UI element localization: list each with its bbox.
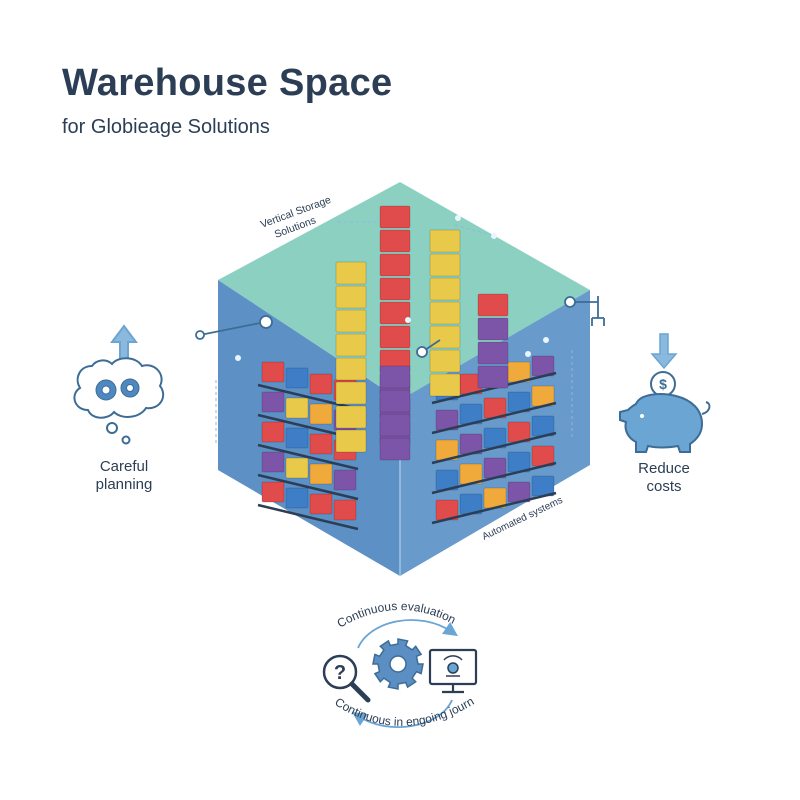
continuous-cycle bbox=[352, 619, 458, 728]
storage-box bbox=[261, 361, 285, 383]
shelf-rail bbox=[431, 401, 557, 435]
tower-box bbox=[429, 277, 461, 301]
reduce-costs-label: Reduce costs bbox=[624, 460, 704, 496]
storage-box bbox=[333, 469, 357, 491]
tower-box bbox=[335, 405, 367, 429]
tower-box bbox=[429, 349, 461, 373]
storage-box bbox=[285, 367, 309, 389]
tower-box bbox=[379, 277, 411, 301]
dotted-guides bbox=[215, 221, 573, 445]
storage-box bbox=[333, 499, 357, 521]
page-title: Warehouse Space bbox=[62, 62, 393, 104]
tower-box bbox=[429, 301, 461, 325]
reduce-costs-line1: Reduce bbox=[638, 460, 690, 477]
gear-icon bbox=[95, 378, 140, 401]
storage-box bbox=[309, 493, 333, 515]
tower-box bbox=[335, 429, 367, 453]
tower-box bbox=[335, 357, 367, 381]
storage-box bbox=[261, 391, 285, 413]
shelf-rail bbox=[257, 443, 359, 471]
thought-cloud-icon bbox=[73, 357, 165, 419]
careful-planning-icon bbox=[73, 324, 165, 445]
search-question-icon: ? bbox=[322, 654, 371, 703]
storage-box bbox=[309, 403, 333, 425]
shelf-rail bbox=[257, 383, 359, 411]
tower-box bbox=[379, 301, 411, 325]
tower-box bbox=[429, 229, 461, 253]
reduce-costs-icon: $ bbox=[619, 333, 711, 453]
storage-box bbox=[285, 457, 309, 479]
storage-box bbox=[285, 487, 309, 509]
down-arrow-icon bbox=[650, 333, 678, 370]
storage-box bbox=[285, 427, 309, 449]
reduce-costs-line2: costs bbox=[646, 478, 682, 495]
careful-planning-line2: planning bbox=[95, 476, 153, 493]
shelf-rail bbox=[431, 431, 557, 465]
tower-box bbox=[335, 285, 367, 309]
sparkle-dots bbox=[235, 215, 549, 361]
storage-box bbox=[261, 451, 285, 473]
careful-planning-label: Careful planning bbox=[84, 458, 164, 494]
shelf-rail bbox=[257, 473, 359, 501]
left-shelving bbox=[257, 361, 359, 531]
cube-connectors bbox=[195, 296, 605, 358]
tower-box bbox=[477, 341, 509, 365]
tower-box bbox=[379, 205, 411, 229]
tower-box bbox=[335, 381, 367, 405]
storage-box bbox=[309, 433, 333, 455]
page-subtitle: for Globieage Solutions bbox=[62, 116, 270, 138]
tower-box bbox=[379, 437, 411, 461]
gear-icon bbox=[372, 638, 424, 690]
monitor-icon bbox=[428, 648, 478, 694]
tower-box bbox=[379, 325, 411, 349]
svg-text:?: ? bbox=[334, 662, 346, 684]
storage-box bbox=[309, 373, 333, 395]
tower-box bbox=[429, 373, 461, 397]
tower-box bbox=[335, 333, 367, 357]
storage-box bbox=[261, 421, 285, 443]
tower-box bbox=[379, 229, 411, 253]
storage-box bbox=[285, 397, 309, 419]
piggy-bank-icon bbox=[619, 393, 704, 453]
tower-box bbox=[379, 365, 411, 389]
tower-box bbox=[335, 261, 367, 285]
careful-planning-line1: Careful bbox=[99, 458, 149, 475]
tower-box bbox=[335, 309, 367, 333]
storage-box bbox=[309, 463, 333, 485]
tower-box bbox=[477, 317, 509, 341]
tower-box bbox=[379, 253, 411, 277]
shelf-rail bbox=[431, 461, 557, 495]
tower-box bbox=[429, 253, 461, 277]
shelf-rail bbox=[257, 503, 359, 531]
shelf-rail bbox=[431, 491, 557, 525]
svg-text:$: $ bbox=[659, 376, 667, 392]
tower-box bbox=[477, 365, 509, 389]
tower-box bbox=[477, 293, 509, 317]
tower-box bbox=[379, 413, 411, 437]
storage-box bbox=[261, 481, 285, 503]
tower-box bbox=[379, 389, 411, 413]
